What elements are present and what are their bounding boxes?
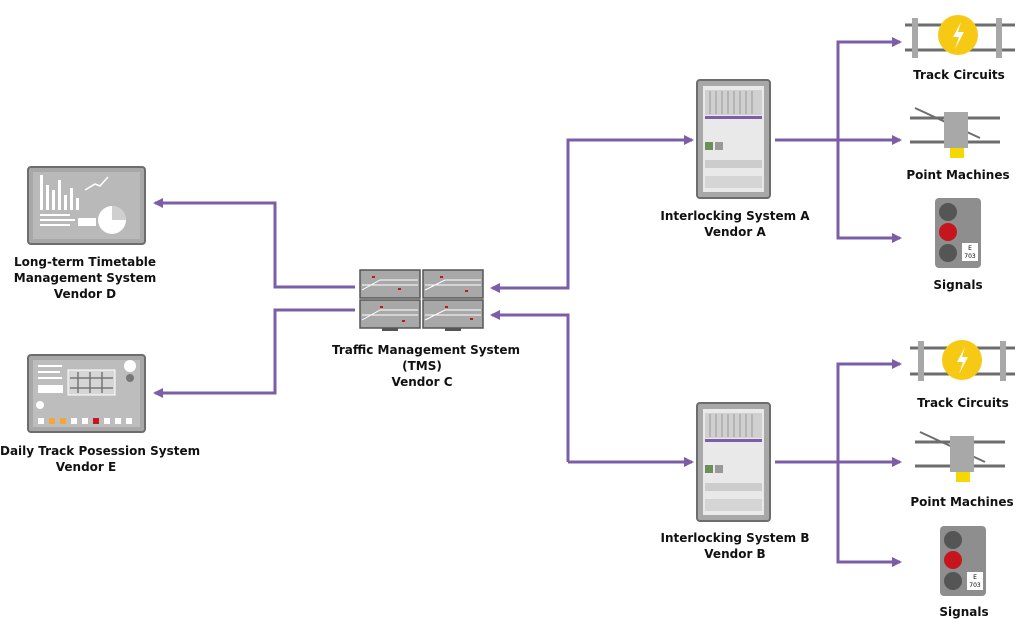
signal-plate-top: E — [968, 245, 972, 252]
signal-plate-bottom: 703 — [964, 253, 976, 260]
interlocking-b-label-line: Vendor B — [704, 547, 766, 561]
connectors — [153, 37, 902, 567]
signal-plate-bottom: 703 — [969, 582, 981, 589]
point-machine-icon — [915, 431, 1005, 482]
possession-label: Daily Track Posession System Vendor E — [0, 443, 201, 475]
arrow-a-to-signals — [836, 140, 902, 243]
point-machines-b-label: Point Machines — [910, 495, 1014, 509]
arrow-tms-to-timetable — [153, 198, 355, 289]
tms-label: Traffic Management System (TMS) Vendor C — [332, 342, 521, 390]
arrow-interlocking-b-to-tms — [490, 310, 570, 462]
track-circuit-icon — [905, 15, 1015, 58]
arrow-b-to-track-circuits — [775, 359, 902, 464]
interlocking-a-label-line: Vendor A — [704, 225, 766, 239]
track-circuit-icon — [910, 340, 1015, 381]
arrow-tms-to-possession — [153, 308, 355, 398]
interlocking-b-label-line: Interlocking System B — [660, 531, 810, 545]
possession-label-line: Daily Track Posession System — [0, 444, 201, 458]
timetable-label-line: Management System — [13, 271, 157, 285]
possession-panel-icon — [27, 354, 146, 433]
interlocking-cabinet-icon — [696, 402, 771, 522]
signals-b-label: Signals — [939, 605, 989, 619]
interlocking-cabinet-icon — [696, 79, 771, 199]
tms-monitor-wall-icon — [359, 269, 484, 331]
arrow-interlocking-a-to-tms — [490, 138, 685, 293]
interlocking-a-label-line: Interlocking System A — [660, 209, 810, 223]
signals-a-label: Signals — [933, 278, 983, 292]
point-machine-icon — [910, 107, 1000, 158]
possession-label-line: Vendor E — [55, 460, 117, 474]
track-circuits-a-label: Track Circuits — [913, 68, 1005, 82]
signal-plate-top: E — [973, 574, 977, 581]
tms-label-line: Traffic Management System — [332, 343, 521, 357]
timetable-label-line: Vendor D — [53, 287, 117, 301]
tms-label-line: (TMS) — [402, 359, 442, 373]
timetable-label: Long-term Timetable Management System Ve… — [10, 254, 160, 302]
arrow-a-to-track-circuits — [775, 37, 902, 142]
timetable-label-line: Long-term Timetable — [13, 255, 157, 269]
interlocking-a-label: Interlocking System A Vendor A — [660, 208, 810, 240]
track-circuits-b-label: Track Circuits — [917, 396, 1009, 410]
interlocking-b-label: Interlocking System B Vendor B — [660, 530, 810, 562]
signal-icon: E 703 — [935, 198, 981, 268]
chart-monitor-icon — [27, 166, 146, 245]
signal-icon: E 703 — [940, 526, 986, 596]
point-machines-a-label: Point Machines — [906, 168, 1010, 182]
tms-label-line: Vendor C — [391, 375, 453, 389]
arrow-b-to-signals — [836, 462, 902, 567]
